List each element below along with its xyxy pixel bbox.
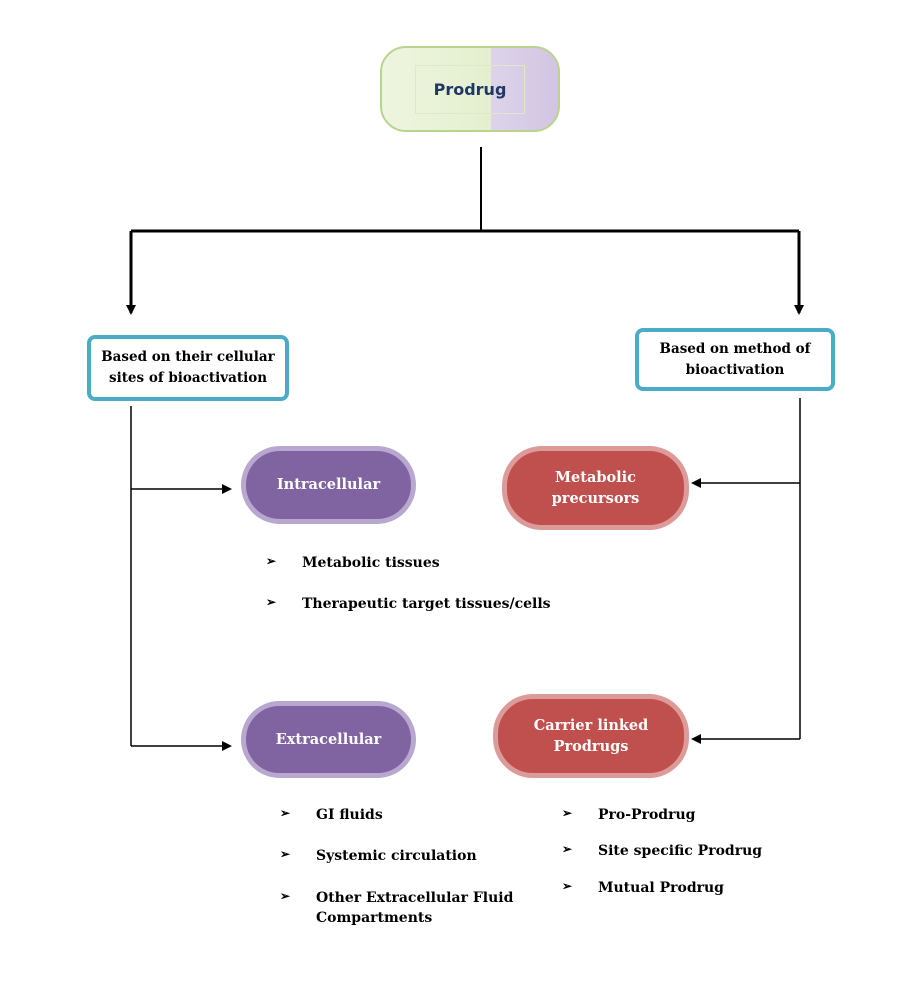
bullet-arrow-icon: ➢ [562, 806, 573, 820]
bullet-arrow-icon: ➢ [280, 806, 291, 820]
type-extracellular: Extracellular [241, 701, 416, 778]
list-item: ➢ Other Extracellular Fluid Compartments [280, 888, 526, 929]
carrier-prodrug-list: ➢ Pro-Prodrug ➢ Site specific Prodrug ➢ Mut… [562, 805, 762, 914]
list-item-label: Metabolic tissues [302, 555, 440, 571]
root-node-prodrug: Prodrug [380, 46, 560, 132]
intracellular-sites-list: ➢ Metabolic tissues ➢ Therapeutic target t… [266, 553, 551, 636]
bullet-arrow-icon: ➢ [562, 842, 573, 857]
category-cellular-sites: Based on their cellular sites of bioacti… [87, 335, 289, 401]
bullet-arrow-icon: ➢ [562, 878, 573, 893]
bullet-arrow-icon: ➢ [266, 554, 277, 568]
bullet-arrow-icon: ➢ [280, 847, 291, 862]
list-item-label: Site specific Prodrug [598, 843, 763, 860]
type-extracellular-label: Extracellular [275, 730, 382, 748]
list-item-label: Other Extracellular Fluid Compartments [316, 889, 514, 926]
type-carrier-linked: Carrier linked Prodrugs [493, 694, 689, 778]
category-method: Based on method of bioactivation [635, 328, 835, 391]
type-intracellular: Intracellular [241, 446, 416, 524]
bullet-arrow-icon: ➢ [280, 888, 291, 903]
list-item-label: Pro-Prodrug [598, 807, 696, 823]
list-item-label: Mutual Prodrug [598, 879, 724, 896]
list-item: ➢ Therapeutic target tissues/cells [266, 594, 551, 614]
list-item-label: Systemic circulation [316, 848, 477, 865]
list-item: ➢ Systemic circulation [280, 846, 526, 866]
extracellular-sites-list: ➢ GI fluids ➢ Systemic circulation ➢ Other … [280, 805, 526, 949]
list-item: ➢ Pro-Prodrug [562, 805, 762, 825]
list-item: ➢ Metabolic tissues [266, 553, 551, 573]
type-intracellular-label: Intracellular [276, 476, 381, 494]
category-method-label: Based on method of bioactivation [659, 340, 811, 378]
list-item-label: GI fluids [316, 807, 383, 823]
list-item: ➢ GI fluids [280, 805, 526, 825]
type-metabolic-precursors-label: Metabolic precursors [551, 468, 640, 507]
root-label: Prodrug [414, 64, 526, 114]
category-cellular-sites-label: Based on their cellular sites of bioacti… [101, 349, 275, 386]
type-metabolic-precursors: Metabolic precursors [502, 446, 689, 530]
list-item-label: Therapeutic target tissues/cells [302, 596, 551, 613]
list-item: ➢ Mutual Prodrug [562, 878, 762, 898]
bullet-arrow-icon: ➢ [266, 595, 277, 610]
type-carrier-linked-label: Carrier linked Prodrugs [533, 716, 649, 755]
list-item: ➢ Site specific Prodrug [562, 841, 762, 861]
